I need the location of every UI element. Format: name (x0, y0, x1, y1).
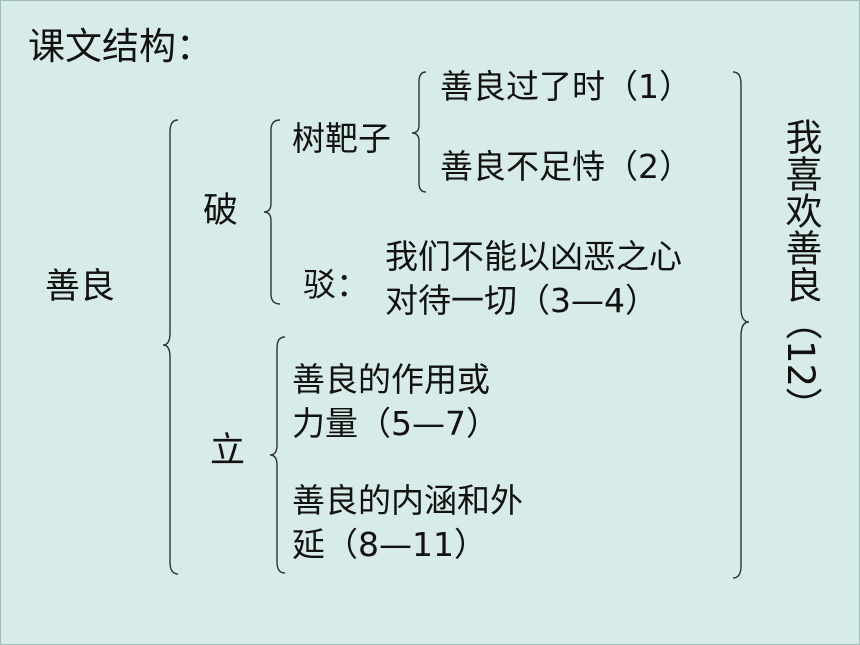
branch-po: 破 (203, 191, 239, 231)
leaf-bo-line-1: 我们不能以凶恶之心 (385, 237, 682, 276)
brace-po (263, 119, 281, 305)
branch-li: 立 (210, 431, 246, 471)
root-node: 善良 (45, 267, 116, 307)
leaf-bo-line-2: 对待一切（3—4） (385, 281, 658, 320)
leaf-li-1-line-2: 力量（5—7） (292, 404, 499, 443)
brace-li (269, 336, 286, 574)
brace-shu (411, 71, 427, 193)
leaf-li-1-line-1: 善良的作用或 (292, 360, 490, 399)
slide-title: 课文结构： (28, 25, 213, 68)
node-shu-bazi: 树靶子 (292, 119, 391, 158)
conclusion-vertical: 我喜欢善良（12） (779, 118, 822, 425)
leaf-li-2-line-2: 延（8—11） (292, 525, 487, 564)
leaf-li-2-line-1: 善良的内涵和外 (292, 481, 523, 520)
brace-conclusion (732, 71, 750, 579)
leaf-shu-2: 善良不足恃（2） (440, 147, 692, 186)
brace-root (162, 119, 179, 575)
node-bo: 驳： (303, 265, 369, 304)
leaf-shu-1: 善良过了时（1） (440, 67, 692, 106)
